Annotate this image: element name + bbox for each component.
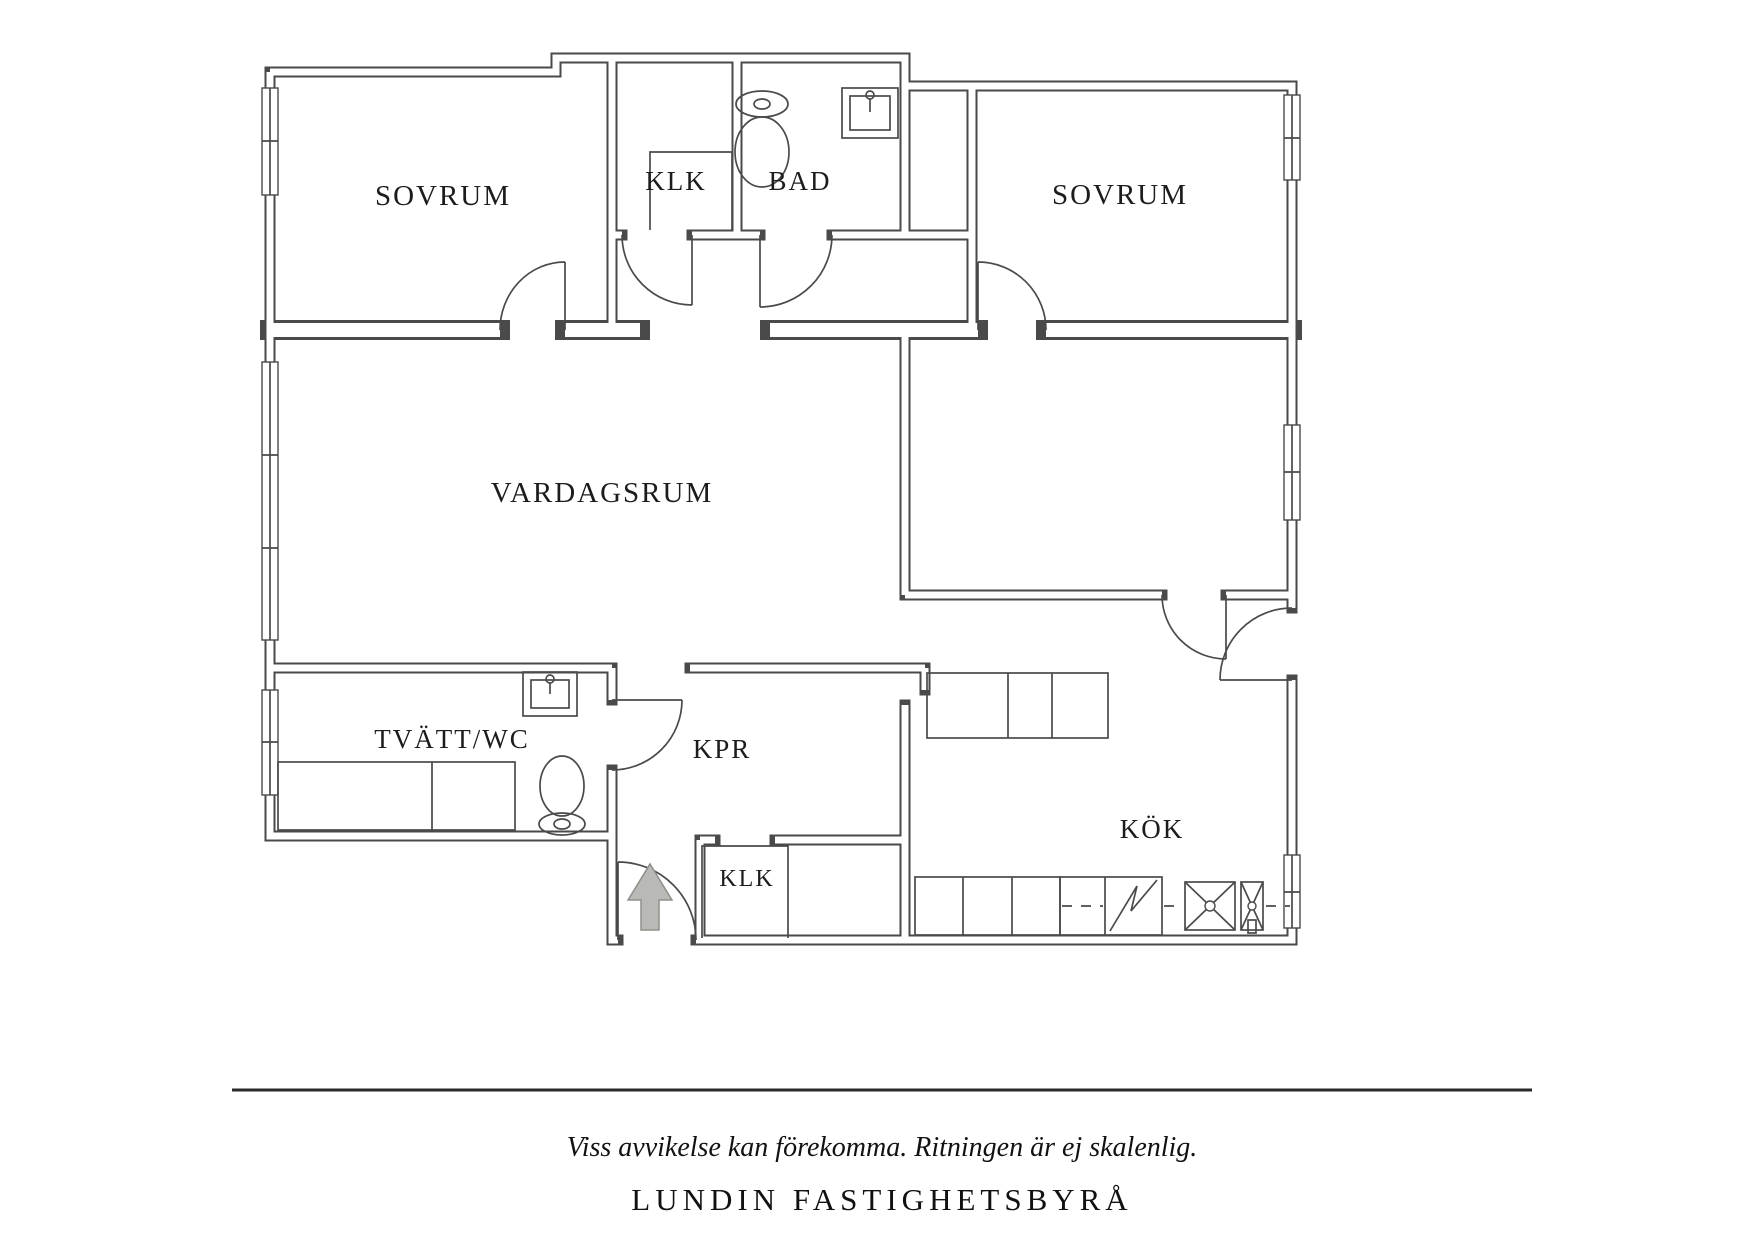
footer-disclaimer: Viss avvikelse kan förekomma. Ritningen … (567, 1132, 1198, 1163)
door-arc (977, 261, 1047, 331)
kitchen-counter (926, 672, 1109, 739)
room-labels: SOVRUM KLK BAD SOVRUM VARDAGSRUM TVÄTT/W… (374, 166, 1188, 892)
doors-group (499, 234, 1293, 941)
room-label-tvatt-wc: TVÄTT/WC (374, 724, 529, 754)
sink-icon (522, 671, 578, 717)
room-label-kok: KÖK (1120, 814, 1185, 844)
room-label-klk-top: KLK (645, 166, 707, 196)
window-icon (1283, 94, 1301, 181)
entry-arrow-icon (626, 862, 674, 931)
door-arc (1161, 594, 1227, 660)
door-arc (617, 861, 697, 941)
room-label-sovrum-right: SOVRUM (1052, 179, 1188, 211)
door-arc (611, 699, 683, 771)
toilet-icon (734, 90, 790, 188)
window-icon (261, 361, 279, 641)
door-arc (1219, 607, 1293, 681)
door-arc (621, 234, 693, 306)
window-icon (1283, 424, 1301, 521)
closet-shelf (649, 151, 733, 230)
refrigerator-icon (1109, 879, 1158, 932)
window-icon (261, 87, 279, 196)
room-label-sovrum-left: SOVRUM (375, 180, 511, 212)
room-label-klk-bottom: KLK (719, 866, 774, 892)
footer-brand: LUNDIN FASTIGHETSBYRÅ (631, 1182, 1132, 1217)
room-label-kpr: KPR (693, 734, 752, 764)
closet-shelf (701, 845, 789, 938)
window-icon (1283, 854, 1301, 929)
footer: Viss avvikelse kan förekomma. Ritningen … (232, 1088, 1532, 1217)
door-arc (499, 261, 566, 331)
toilet-icon (538, 755, 586, 836)
sink-icon (841, 87, 899, 139)
window-icon (261, 689, 279, 796)
windows-group (261, 87, 1301, 929)
kitchen-counter (914, 876, 1290, 936)
laundry-counter (277, 761, 516, 831)
room-label-vardagsrum: VARDAGSRUM (491, 477, 714, 509)
room-label-bad: BAD (768, 166, 831, 196)
fixtures-group (277, 87, 1290, 938)
door-arc (759, 234, 833, 308)
kitchen-sink-icon (1184, 881, 1264, 934)
